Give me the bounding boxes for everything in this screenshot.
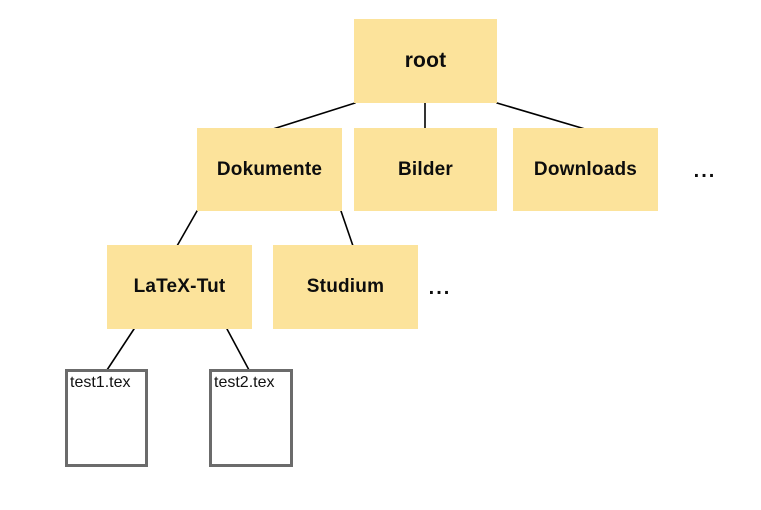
tree-node-root: root (354, 19, 497, 103)
edge-dokumente-latextut (176, 210, 198, 247)
tree-node-dokumente: Dokumente (197, 128, 342, 211)
tree-node-downloads: Downloads (513, 128, 658, 211)
tree-node-latex-tut: LaTeX-Tut (107, 245, 252, 329)
edge-latextut-test2 (226, 328, 250, 371)
ellipsis-more-siblings-level1: ... (693, 159, 717, 182)
tree-node-studium: Studium (273, 245, 418, 329)
tree-node-file-test1: test1.tex (65, 369, 148, 467)
edge-dokumente-studium (340, 210, 354, 247)
edge-latextut-test1 (106, 328, 135, 371)
edge-root-dokumente (272, 102, 356, 130)
tree-node-bilder: Bilder (354, 128, 497, 211)
tree-node-file-test2: test2.tex (209, 369, 293, 467)
ellipsis-more-siblings-level2: ... (428, 276, 452, 299)
edge-root-downloads (496, 102, 586, 130)
